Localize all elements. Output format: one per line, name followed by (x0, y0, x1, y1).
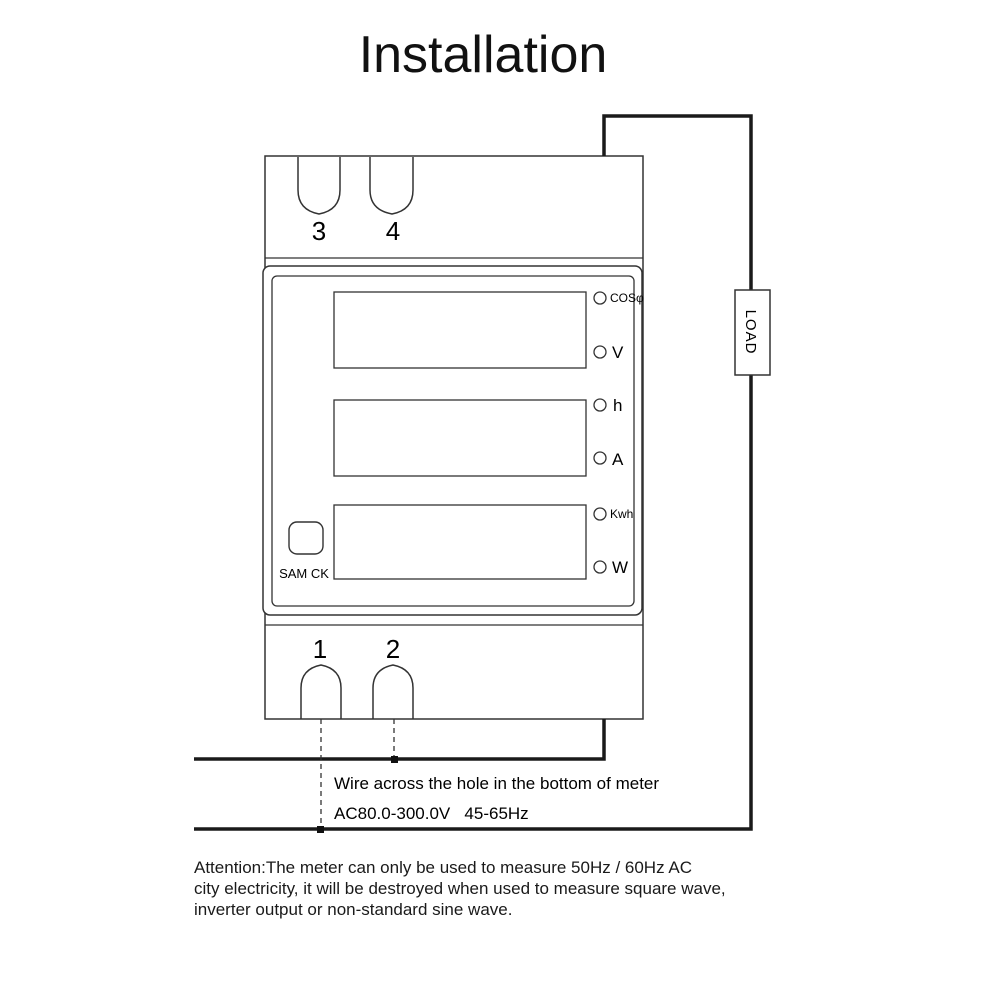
led-icon (593, 291, 607, 305)
led-icon (593, 398, 607, 412)
junction-dot (391, 756, 398, 763)
led-icon (593, 345, 607, 359)
terminal-2-label: 2 (386, 634, 400, 664)
indicator-cos-phi: COSφ (593, 291, 644, 305)
indicator-kwh: Kwh (593, 507, 633, 521)
indicator-kwh-label: Kwh (610, 507, 633, 521)
led-icon (593, 560, 607, 574)
indicator-volt: V (593, 343, 624, 362)
load-label: LOAD (742, 310, 759, 355)
terminal-1-label: 1 (313, 634, 327, 664)
display-screen-bottom (333, 504, 587, 580)
indicator-amp: A (593, 450, 624, 469)
indicator-watt-label: W (612, 558, 628, 577)
spec-note: AC80.0-300.0V 45-65Hz (334, 804, 529, 823)
terminal-4: 4 (369, 157, 414, 246)
terminal-3: 3 (297, 157, 341, 246)
display-screen-top (333, 291, 587, 369)
terminal-2: 2 (372, 634, 414, 719)
wire-hole-note: Wire across the hole in the bottom of me… (334, 774, 659, 793)
led-icon (593, 507, 607, 521)
terminal-4-label: 4 (386, 216, 400, 246)
button-icon[interactable] (288, 521, 324, 555)
junction-dot (317, 826, 324, 833)
wiring (194, 114, 753, 833)
sam-ck-button[interactable]: SAM CK (279, 521, 329, 581)
load-box: LOAD (734, 289, 771, 376)
led-icon (593, 451, 607, 465)
page-title: Installation (359, 26, 608, 84)
indicator-hour: h (593, 396, 622, 415)
terminal-1: 1 (300, 634, 342, 719)
indicator-amp-label: A (612, 450, 624, 469)
indicator-volt-label: V (612, 343, 624, 362)
indicator-hour-label: h (613, 396, 622, 415)
terminal-3-label: 3 (312, 216, 326, 246)
indicator-cos-phi-label: COSφ (610, 291, 644, 305)
indicator-watt: W (593, 558, 628, 577)
wire-top-right (602, 114, 753, 290)
wire-neutral (194, 375, 753, 831)
wire-live (194, 719, 606, 761)
display-screen-middle (333, 399, 587, 477)
sam-ck-label: SAM CK (279, 566, 329, 581)
attention-note: Attention:The meter can only be used to … (194, 858, 726, 919)
